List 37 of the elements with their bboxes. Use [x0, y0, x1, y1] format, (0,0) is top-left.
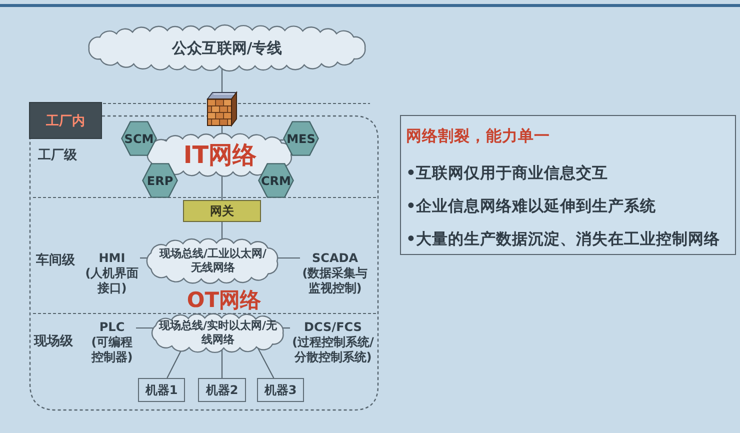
connector-line: [166, 350, 182, 378]
connector-line: [257, 348, 274, 378]
device-label: HMI: [98, 251, 126, 266]
bullet-item: •大量的生产数据沉淀、消失在工业控制网络: [406, 228, 720, 248]
device-label: SCADA: [312, 251, 358, 266]
device-description: (人机界面接口): [84, 266, 140, 296]
device-label: PLC: [99, 320, 125, 335]
device-description: (可编程控制器): [90, 335, 134, 365]
connector-line: [221, 350, 223, 378]
bullet-item: •企业信息网络难以延伸到生产系统: [406, 196, 656, 216]
system-hexagon: MES: [283, 121, 319, 156]
info-panel: [400, 115, 736, 255]
system-hexagon: CRM: [258, 163, 294, 198]
connector-line: [136, 327, 154, 329]
machine-box: 机器3: [257, 378, 304, 402]
connector-line: [221, 176, 223, 200]
connector-line: [221, 68, 223, 92]
machine-box: 机器2: [198, 378, 246, 402]
dashed-region: [28, 100, 380, 412]
level-label: 车间级: [36, 254, 75, 268]
system-hexagon: SCM: [121, 121, 157, 156]
connector-line: [277, 257, 300, 259]
panel-heading: 网络割裂，能力单一: [406, 126, 550, 146]
gateway-box: 网关: [183, 200, 261, 222]
level-label: 工厂级: [38, 149, 77, 163]
connector-line: [156, 139, 167, 141]
system-hexagon: ERP: [142, 163, 178, 198]
level-label: 现场级: [34, 335, 73, 349]
device-description: (数据采集与监视控制): [301, 266, 369, 296]
zone-tab: 工厂内: [29, 102, 102, 139]
connector-line: [221, 222, 223, 240]
device-label: DCS/FCS: [304, 320, 362, 335]
device-description: (过程控制系统/分散控制系统): [291, 335, 375, 365]
machine-box: 机器1: [138, 378, 185, 402]
network-label: OT网络: [186, 289, 262, 312]
bullet-item: •互联网仅用于商业信息交互: [406, 162, 608, 182]
brick-wall-icon: [207, 92, 237, 126]
